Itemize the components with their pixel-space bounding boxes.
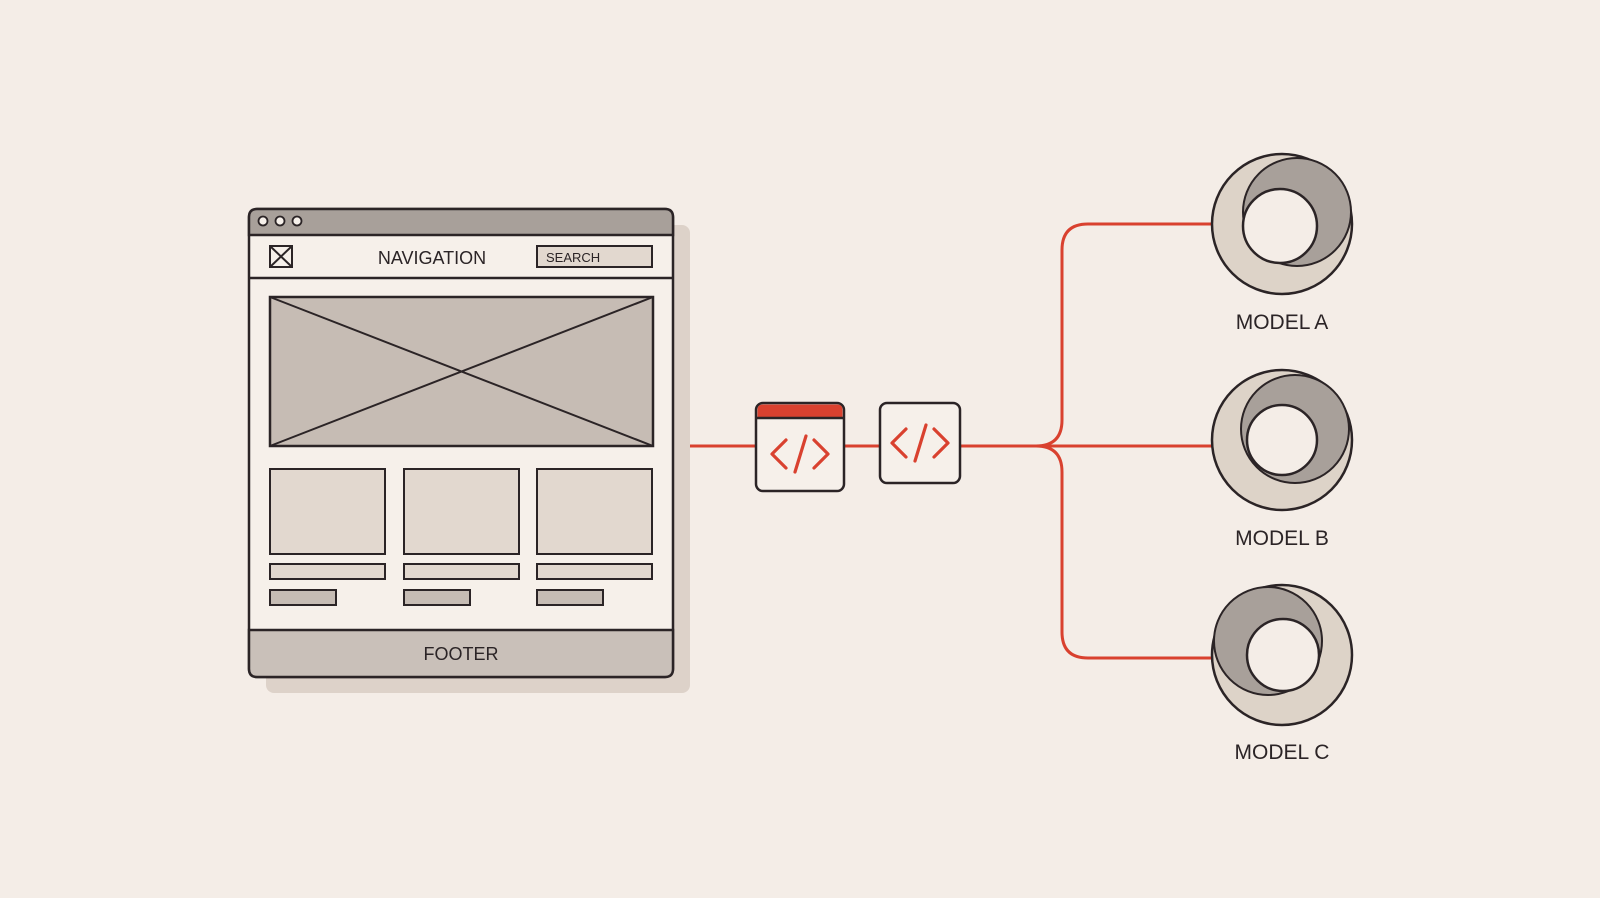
card-button	[403, 589, 471, 606]
search-label: SEARCH	[546, 250, 600, 265]
connector-branch-model-a	[1035, 222, 1213, 448]
code-icon	[770, 434, 830, 474]
card-button	[269, 589, 337, 606]
model-node-a: MODEL A	[1210, 152, 1354, 334]
model-node-b: MODEL B	[1210, 368, 1354, 550]
code-node-header	[757, 404, 843, 418]
model-a-ring-icon	[1241, 187, 1319, 265]
model-c-ring-icon	[1245, 617, 1321, 693]
connectors	[674, 222, 1213, 660]
card-image	[536, 468, 653, 555]
window-dot-icon	[257, 215, 269, 227]
card-text-line	[403, 563, 520, 580]
model-node-c: MODEL C	[1210, 583, 1354, 764]
card-image	[403, 468, 520, 555]
model-b-ring-icon	[1245, 403, 1319, 477]
card-image	[269, 468, 386, 555]
footer-label: FOOTER	[424, 644, 499, 664]
window-dot-icon	[274, 215, 286, 227]
window-controls	[257, 215, 303, 227]
wireframe-window: NAVIGATION SEARCH FOOTER	[247, 207, 690, 693]
card-button	[536, 589, 604, 606]
search-box	[536, 245, 653, 268]
content-cards	[269, 468, 653, 606]
logo-placeholder-icon	[269, 245, 293, 268]
nav-label: NAVIGATION	[378, 248, 486, 268]
model-label: MODEL C	[1235, 741, 1330, 764]
window-footer	[247, 628, 675, 679]
card-text-line	[536, 563, 653, 580]
code-node-primary	[754, 401, 846, 493]
connector-branch-model-c	[1035, 444, 1213, 660]
code-icon	[890, 423, 950, 463]
card-text-line	[269, 563, 386, 580]
model-label: MODEL B	[1235, 527, 1329, 550]
model-label: MODEL A	[1236, 311, 1329, 334]
code-node-secondary	[878, 401, 962, 485]
hero-image-placeholder	[268, 295, 655, 448]
window-titlebar	[247, 207, 675, 237]
window-dot-icon	[291, 215, 303, 227]
